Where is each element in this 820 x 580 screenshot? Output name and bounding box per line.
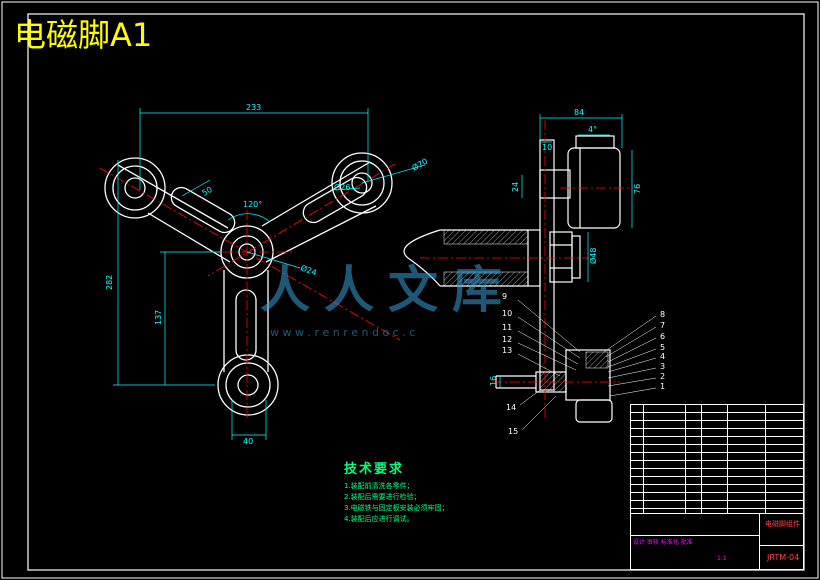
side-dimension-texts: 84 4° 10 24 76 Ø48 16 (489, 108, 642, 386)
boss-bottom (217, 354, 279, 416)
part-number: 13 (502, 346, 513, 355)
boss-upper-left (104, 157, 166, 219)
tech-requirements: 技术要求 1.装配前清洗各零件； 2.装配后需要进行检验； 3.电磁铁与固定板安… (344, 458, 564, 525)
arm-upper-right (261, 161, 377, 263)
dim-dia-center: Ø24 (299, 262, 318, 277)
dim-angle: 120° (243, 200, 262, 209)
part-number: 12 (502, 335, 513, 344)
boss-upper-right (331, 152, 393, 214)
dim-height-left: 282 (105, 275, 114, 290)
arm-bottom (223, 270, 269, 372)
side-dimensions (499, 114, 633, 388)
front-dimensions (113, 108, 426, 440)
dim-side-left: 24 (511, 182, 520, 192)
side-centerlines (420, 120, 640, 420)
tech-item: 2.装配后需要进行检验； (344, 493, 421, 501)
side-plate (539, 139, 555, 391)
dim-height-mid: 137 (154, 310, 163, 325)
dim-dia-mid-right: Ø26 (334, 182, 350, 192)
inner-frame (27, 13, 805, 571)
title-block: 设计 审核 标准化 批准 1:1 电磁脚组件 JRTM-04 (630, 404, 804, 570)
drawing-title: 电磁脚A1 (14, 16, 152, 54)
dim-width-top: 233 (246, 103, 261, 112)
part-number: 14 (506, 403, 517, 412)
dim-side-top: 84 (574, 108, 584, 117)
tech-item: 3.电磁铁与固定板安装必须牢固； (344, 504, 449, 512)
front-view (104, 152, 393, 416)
slot-upper-left (170, 186, 236, 234)
part-number: 7 (660, 321, 666, 330)
part-number: 4 (660, 352, 666, 361)
dim-slot-width: 50 (201, 185, 214, 198)
part-number: 1 (660, 382, 666, 391)
hex-nut (549, 231, 573, 283)
slot-upper-right (302, 176, 368, 224)
tech-item: 4.装配后应进行调试。 (344, 515, 414, 523)
dim-side-thread: Ø48 (588, 248, 598, 264)
part-number: 3 (660, 362, 666, 371)
dim-side-right: 76 (633, 184, 642, 194)
tech-heading: 技术要求 (344, 462, 405, 477)
part-number: 9 (502, 292, 508, 301)
dim-side-angle: 4° (588, 125, 597, 134)
title-block-name: 电磁脚组件 (765, 520, 800, 528)
title-block-designer-row: 设计 审核 标准化 批准 (633, 539, 693, 546)
part-number: 8 (660, 310, 666, 319)
dim-side-bottom-left: 16 (489, 376, 498, 386)
dim-dia-right: Ø70 (410, 156, 429, 173)
electromagnet (567, 147, 621, 229)
part-number: 15 (508, 427, 519, 436)
title-block-code: JRTM-04 (767, 553, 800, 562)
dim-side-top-small: 10 (542, 143, 552, 152)
part-number: 5 (660, 343, 666, 352)
slot-bottom (235, 289, 257, 361)
part-number: 6 (660, 332, 666, 341)
side-sections (443, 229, 609, 393)
part-number: 11 (502, 323, 513, 332)
parts-list-grid (631, 405, 803, 513)
title-block-scale: 1:1 (717, 555, 727, 562)
arm-upper-left (117, 164, 231, 263)
part-number: 10 (502, 309, 513, 318)
dim-width-bottom: 40 (243, 437, 253, 446)
part-number: 2 (660, 372, 666, 381)
tech-item: 1.装配前清洗各零件； (344, 482, 414, 490)
part-leaders (517, 299, 657, 431)
